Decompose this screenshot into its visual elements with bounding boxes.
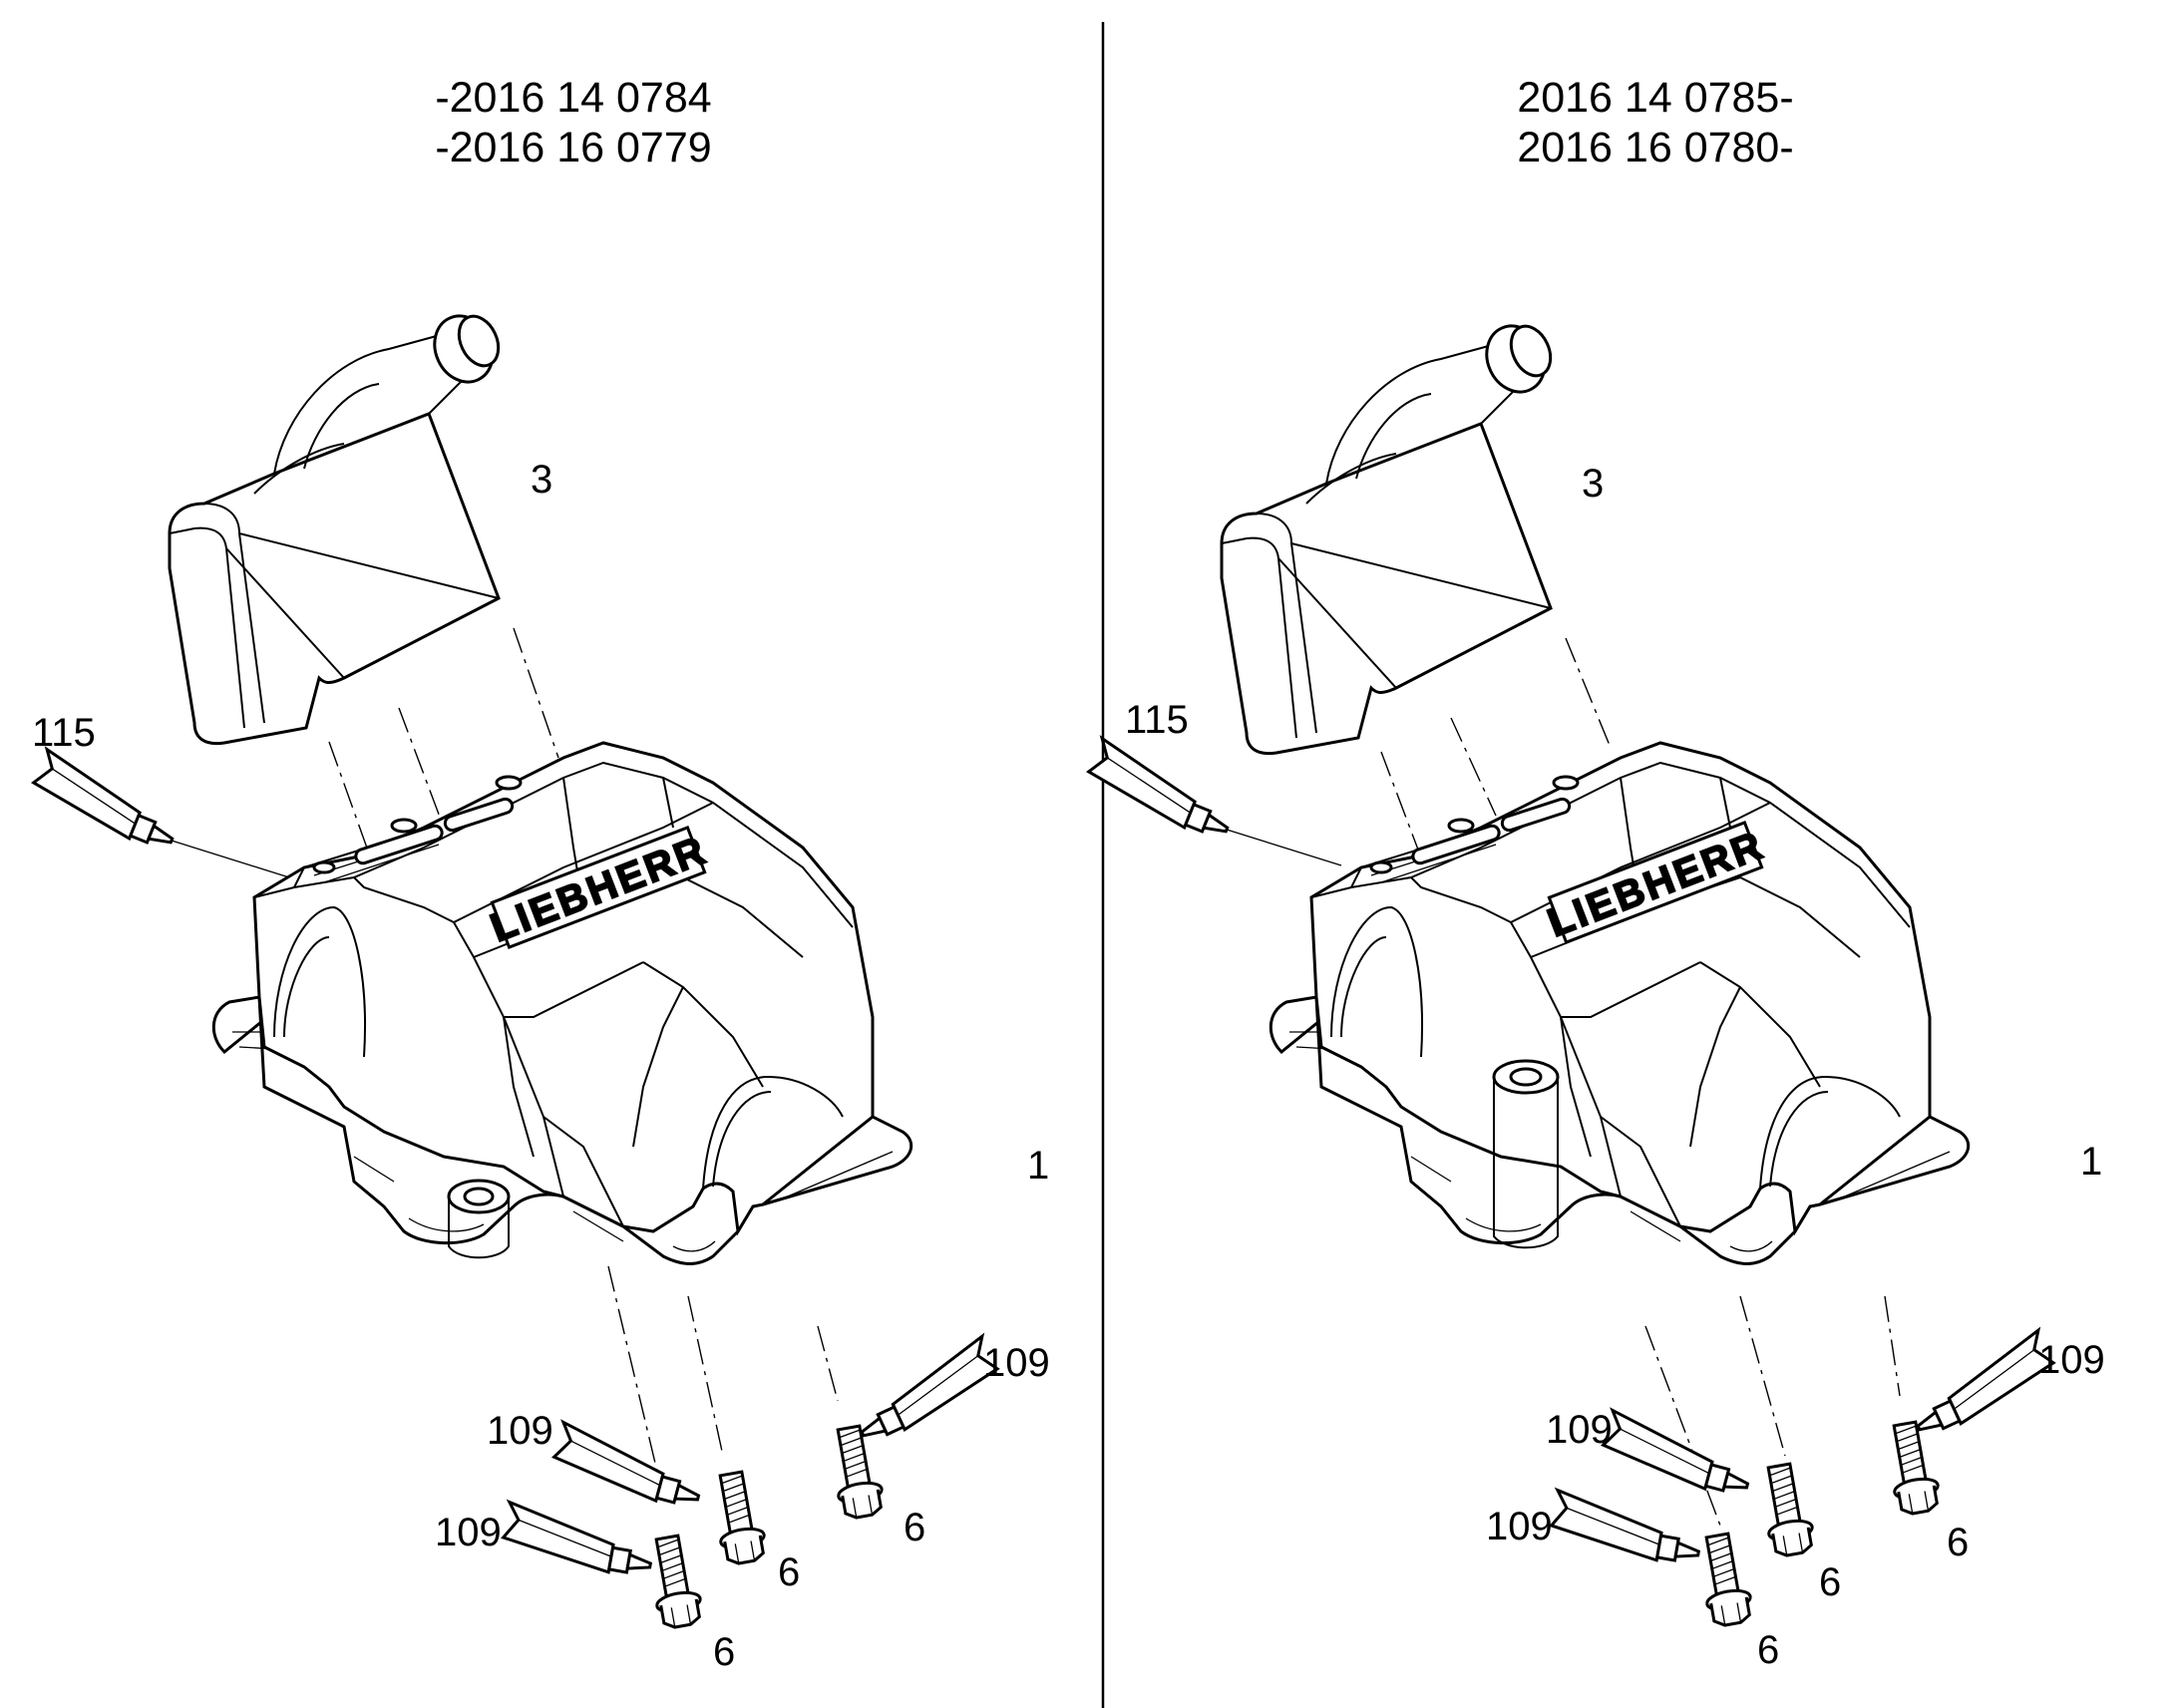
sealant-tube-icon bbox=[1081, 737, 1243, 845]
right-callout-109-b: 109 bbox=[1546, 1408, 1613, 1452]
left-callout-part-3: 3 bbox=[531, 458, 552, 502]
right-callout-6-c: 6 bbox=[1757, 1628, 1779, 1672]
flange-bolt-icon bbox=[825, 1422, 888, 1522]
sealant-tube-icon bbox=[499, 1501, 659, 1581]
left-callout-6-c: 6 bbox=[713, 1630, 735, 1674]
left-callout-109-c: 109 bbox=[435, 1511, 502, 1554]
right-callout-6-a: 6 bbox=[1947, 1521, 1969, 1564]
left-serial-line-2: -2016 16 0779 bbox=[435, 124, 711, 171]
flange-bolt-icon bbox=[1755, 1460, 1818, 1559]
flange-bolt-icon bbox=[1881, 1418, 1944, 1518]
left-callout-109-b: 109 bbox=[487, 1409, 553, 1453]
sealant-tube-icon bbox=[845, 1334, 1006, 1449]
right-panel: 2016 14 0785- 2016 16 0780- 3 LIEBHERR 1… bbox=[1081, 74, 2105, 1672]
right-callout-part-1: 1 bbox=[2080, 1140, 2102, 1184]
left-callout-part-1: 1 bbox=[1027, 1144, 1049, 1188]
sealant-tube-icon bbox=[1597, 1408, 1759, 1502]
valve-cover-icon bbox=[211, 741, 913, 1265]
sealant-tube-icon bbox=[1547, 1489, 1707, 1569]
right-callout-6-b: 6 bbox=[1819, 1560, 1841, 1604]
valve-cover-icon bbox=[1269, 741, 1971, 1265]
left-serial-line-1: -2016 14 0784 bbox=[435, 74, 711, 122]
right-callout-part-3: 3 bbox=[1582, 462, 1604, 506]
right-serial-line-1: 2016 14 0785- bbox=[1517, 74, 1793, 122]
flange-bolt-icon bbox=[643, 1532, 706, 1631]
sealant-tube-icon bbox=[1901, 1328, 2062, 1443]
left-callout-6-a: 6 bbox=[904, 1506, 925, 1549]
sealant-tube-icon bbox=[547, 1420, 710, 1514]
right-callout-109-c: 109 bbox=[1486, 1505, 1553, 1548]
left-panel: -2016 14 0784 -2016 16 0779 3 LIEBHERR 1 bbox=[26, 74, 1050, 1674]
right-callout-part-115: 115 bbox=[1125, 698, 1189, 742]
right-serial-line-2: 2016 16 0780- bbox=[1517, 124, 1793, 171]
flange-bolt-icon bbox=[1693, 1530, 1756, 1629]
left-callout-109-a: 109 bbox=[983, 1341, 1050, 1385]
breather-hose-icon bbox=[168, 304, 508, 746]
flange-bolt-icon bbox=[707, 1468, 770, 1567]
breather-hose-icon bbox=[1220, 314, 1560, 756]
right-callout-109-a: 109 bbox=[2038, 1338, 2105, 1382]
left-callout-part-115: 115 bbox=[32, 711, 96, 755]
left-callout-6-b: 6 bbox=[778, 1550, 800, 1594]
sealant-tube-icon bbox=[26, 748, 187, 855]
